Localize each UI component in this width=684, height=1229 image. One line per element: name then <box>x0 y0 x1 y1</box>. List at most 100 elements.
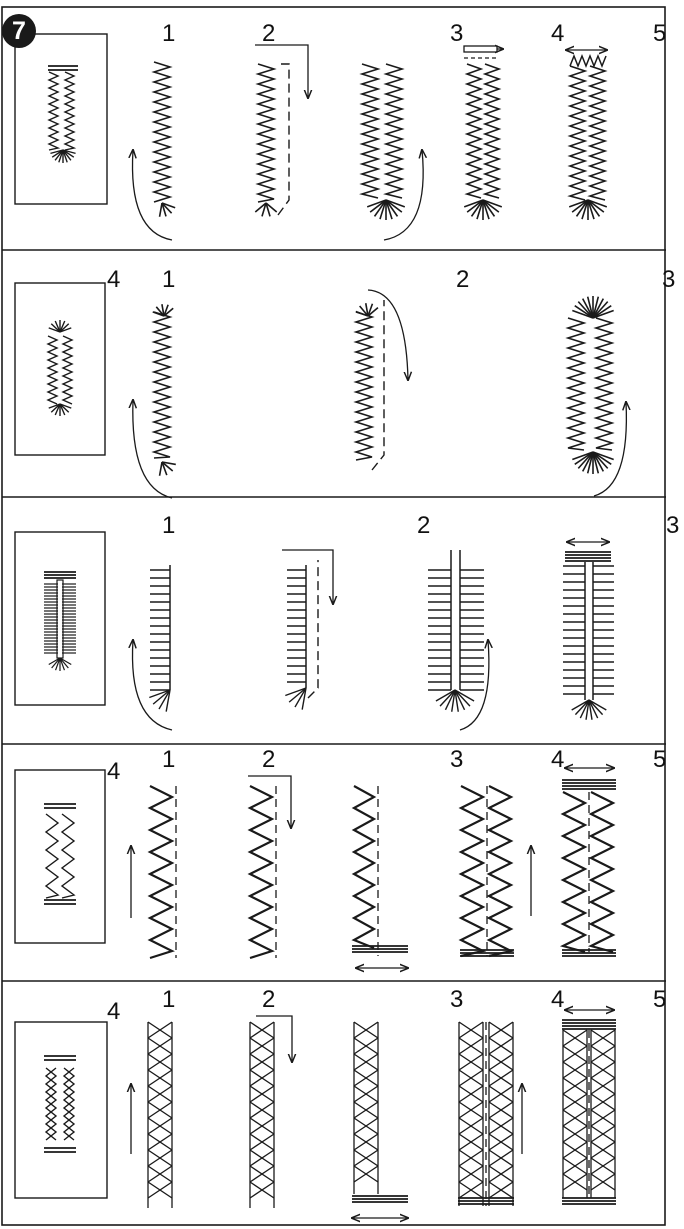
cross-stitch <box>590 1045 616 1063</box>
cross-stitch <box>249 1069 275 1087</box>
cross-stitch <box>458 1069 484 1087</box>
fan-stitch <box>581 298 594 319</box>
zigzag-stitch <box>458 785 487 958</box>
fan-stitch <box>50 323 61 333</box>
step-label: 5 <box>653 746 667 773</box>
step-label: 2 <box>417 512 431 539</box>
fan-stitch <box>59 327 72 333</box>
fan-stitch <box>592 309 614 319</box>
fan-stitch <box>59 323 70 333</box>
cross-stitch <box>488 1149 514 1167</box>
fan-stitch <box>261 202 267 217</box>
fan-stitch <box>367 303 374 317</box>
fan-stitch <box>59 403 70 413</box>
cross-stitch <box>458 1165 484 1183</box>
cross-stitch <box>458 1117 484 1135</box>
fan-stitch <box>592 451 612 465</box>
step-label: 4 <box>107 266 121 293</box>
fan-stitch <box>158 461 163 476</box>
fan-stitch <box>586 451 594 474</box>
step-label: 4 <box>107 758 121 785</box>
zigzag-stitch <box>486 785 515 958</box>
zigzag-stitch <box>587 791 616 954</box>
fan-stitch <box>149 689 171 699</box>
cross-stitch <box>590 1157 616 1175</box>
fan-stitch <box>161 304 165 317</box>
fan-stitch <box>571 199 589 213</box>
fan-stitch <box>385 199 393 220</box>
cross-stitch <box>458 1133 484 1151</box>
step-label: 2 <box>262 746 276 773</box>
bent-arrow-down <box>282 549 333 604</box>
cross-stitch <box>353 1117 379 1135</box>
cross-stitch <box>249 1133 275 1151</box>
cross-stitch <box>249 1037 275 1055</box>
cross-stitch <box>562 1125 588 1143</box>
cross-stitch <box>562 1173 588 1191</box>
cross-stitch <box>147 1117 173 1135</box>
cross-stitch <box>249 1149 275 1167</box>
fan-stitch <box>586 296 594 319</box>
fan-stitch <box>451 689 456 712</box>
step-label: 3 <box>450 20 464 47</box>
cross-stitch <box>458 1085 484 1103</box>
fan-stitch <box>254 202 267 213</box>
step-label: 1 <box>162 512 176 539</box>
cross-stitch <box>147 1101 173 1119</box>
cross-stitch <box>353 1165 379 1183</box>
step-label: 5 <box>653 986 667 1013</box>
fan-stitch <box>59 320 66 333</box>
fan-stitch <box>54 403 61 416</box>
fan-stitch <box>366 199 387 208</box>
fan-stitch <box>265 202 278 213</box>
fan-stitch <box>161 202 167 217</box>
zigzag-stitch <box>383 63 405 199</box>
zigzag-stitch <box>482 63 502 199</box>
fan-stitch <box>48 657 61 666</box>
fan-stitch <box>385 199 406 208</box>
cross-stitch <box>562 1061 588 1079</box>
cross-stitch <box>488 1053 514 1071</box>
curved-arrow-up <box>459 640 489 731</box>
row-3-illustrations <box>44 542 614 731</box>
fan-stitch <box>59 657 72 666</box>
zigzag-stitch <box>44 813 60 899</box>
fan-stitch <box>470 199 484 217</box>
cross-stitch <box>62 1067 76 1141</box>
cross-stitch <box>458 1149 484 1167</box>
cross-stitch <box>147 1053 173 1071</box>
curved-arrow-up <box>132 150 173 241</box>
cross-stitch <box>147 1037 173 1055</box>
zigzag-stitch <box>147 785 175 960</box>
fan-stitch <box>579 699 590 719</box>
step-label: 2 <box>262 986 276 1013</box>
fan-stitch <box>571 699 590 711</box>
zigzag-stitch <box>255 63 277 203</box>
fan-stitch <box>574 699 590 716</box>
fan-stitch <box>572 451 594 461</box>
step-label: 3 <box>666 512 680 539</box>
fan-stitch <box>587 199 605 213</box>
zigzag-stitch <box>353 311 375 461</box>
figure-number-badge: 7 <box>2 14 36 48</box>
fan-stitch <box>592 451 609 469</box>
zigzag-stitch <box>151 311 173 459</box>
cross-stitch <box>353 1133 379 1151</box>
thumbnail-box <box>14 1021 108 1199</box>
cross-stitch <box>249 1117 275 1135</box>
fan-stitch <box>161 202 176 209</box>
zigzag-stitch <box>587 65 608 201</box>
curved-arrow-up <box>132 640 173 731</box>
cross-stitch <box>249 1053 275 1071</box>
cross-stitch <box>562 1029 588 1047</box>
step-label: 5 <box>653 20 667 47</box>
curved-arrow-down <box>367 289 408 380</box>
row-1-illustrations <box>47 44 608 241</box>
fan-stitch <box>577 301 594 319</box>
zigzag-stitch <box>151 61 173 203</box>
straight-stitch-dashed <box>371 300 385 471</box>
cross-stitch <box>458 1021 484 1039</box>
cross-stitch <box>44 1067 58 1141</box>
fan-stitch <box>359 305 369 317</box>
panel-frames <box>1 6 666 1226</box>
